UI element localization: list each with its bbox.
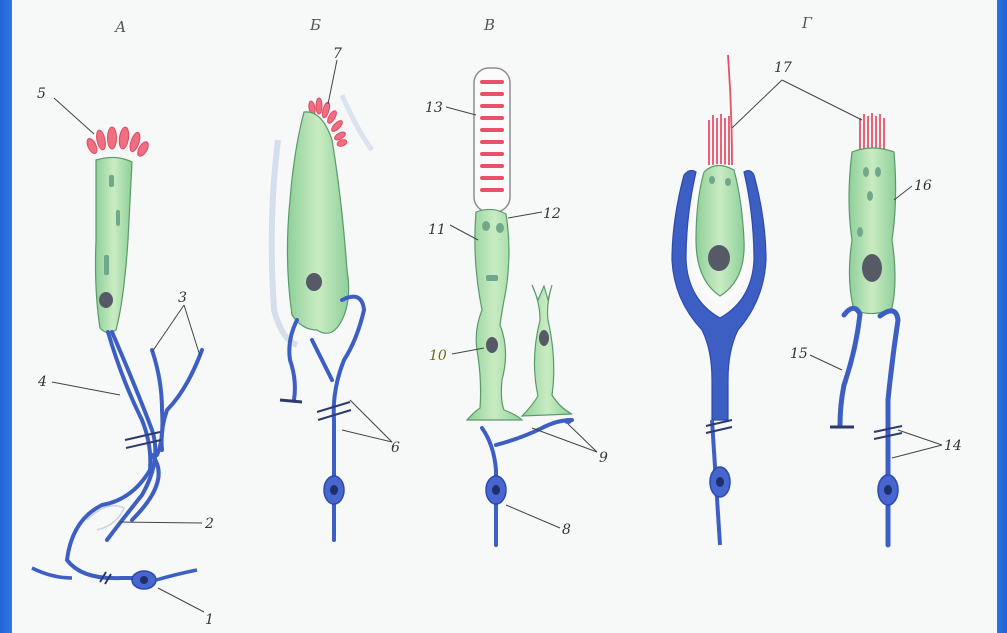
panel-a-cell [32, 126, 202, 589]
label-11: 11 [428, 222, 446, 238]
label-12: 12 [543, 206, 561, 222]
label-14: 14 [944, 438, 962, 454]
label-4: 4 [37, 374, 47, 390]
panel-v-rod [467, 68, 522, 420]
panel-g-left-hairs [709, 55, 732, 165]
panel-b-cell [272, 95, 372, 540]
panel-letter-g: Г [801, 14, 813, 32]
panel-v-leaders [446, 107, 597, 528]
label-5: 5 [37, 86, 46, 102]
panel-letter-v: В [483, 16, 495, 34]
label-10: 10 [429, 348, 447, 364]
label-1: 1 [205, 612, 214, 628]
panel-v-cone [522, 285, 572, 416]
panel-g-type1-cell [672, 55, 766, 545]
diagram-canvas: А Б В Г [12, 0, 997, 633]
panel-a-cilia [85, 126, 150, 157]
label-7: 7 [333, 46, 342, 62]
label-6: 6 [391, 440, 400, 456]
label-16: 16 [914, 178, 932, 194]
label-9: 9 [599, 450, 608, 466]
panel-g-type2-cell [830, 113, 902, 545]
label-2: 2 [204, 516, 214, 532]
panel-g-left-break [706, 420, 732, 433]
receptor-cells-diagram: А Б В Г [12, 0, 997, 633]
label-15: 15 [790, 346, 808, 362]
panel-letter-b: Б [309, 16, 321, 34]
panel-a-nerve-fibers [67, 332, 202, 578]
label-17: 17 [774, 60, 792, 76]
label-3: 3 [178, 290, 187, 306]
label-13: 13 [425, 100, 443, 116]
panel-letter-a: А [114, 18, 126, 36]
panel-g-right-hairs [860, 113, 884, 150]
label-8: 8 [562, 522, 571, 538]
